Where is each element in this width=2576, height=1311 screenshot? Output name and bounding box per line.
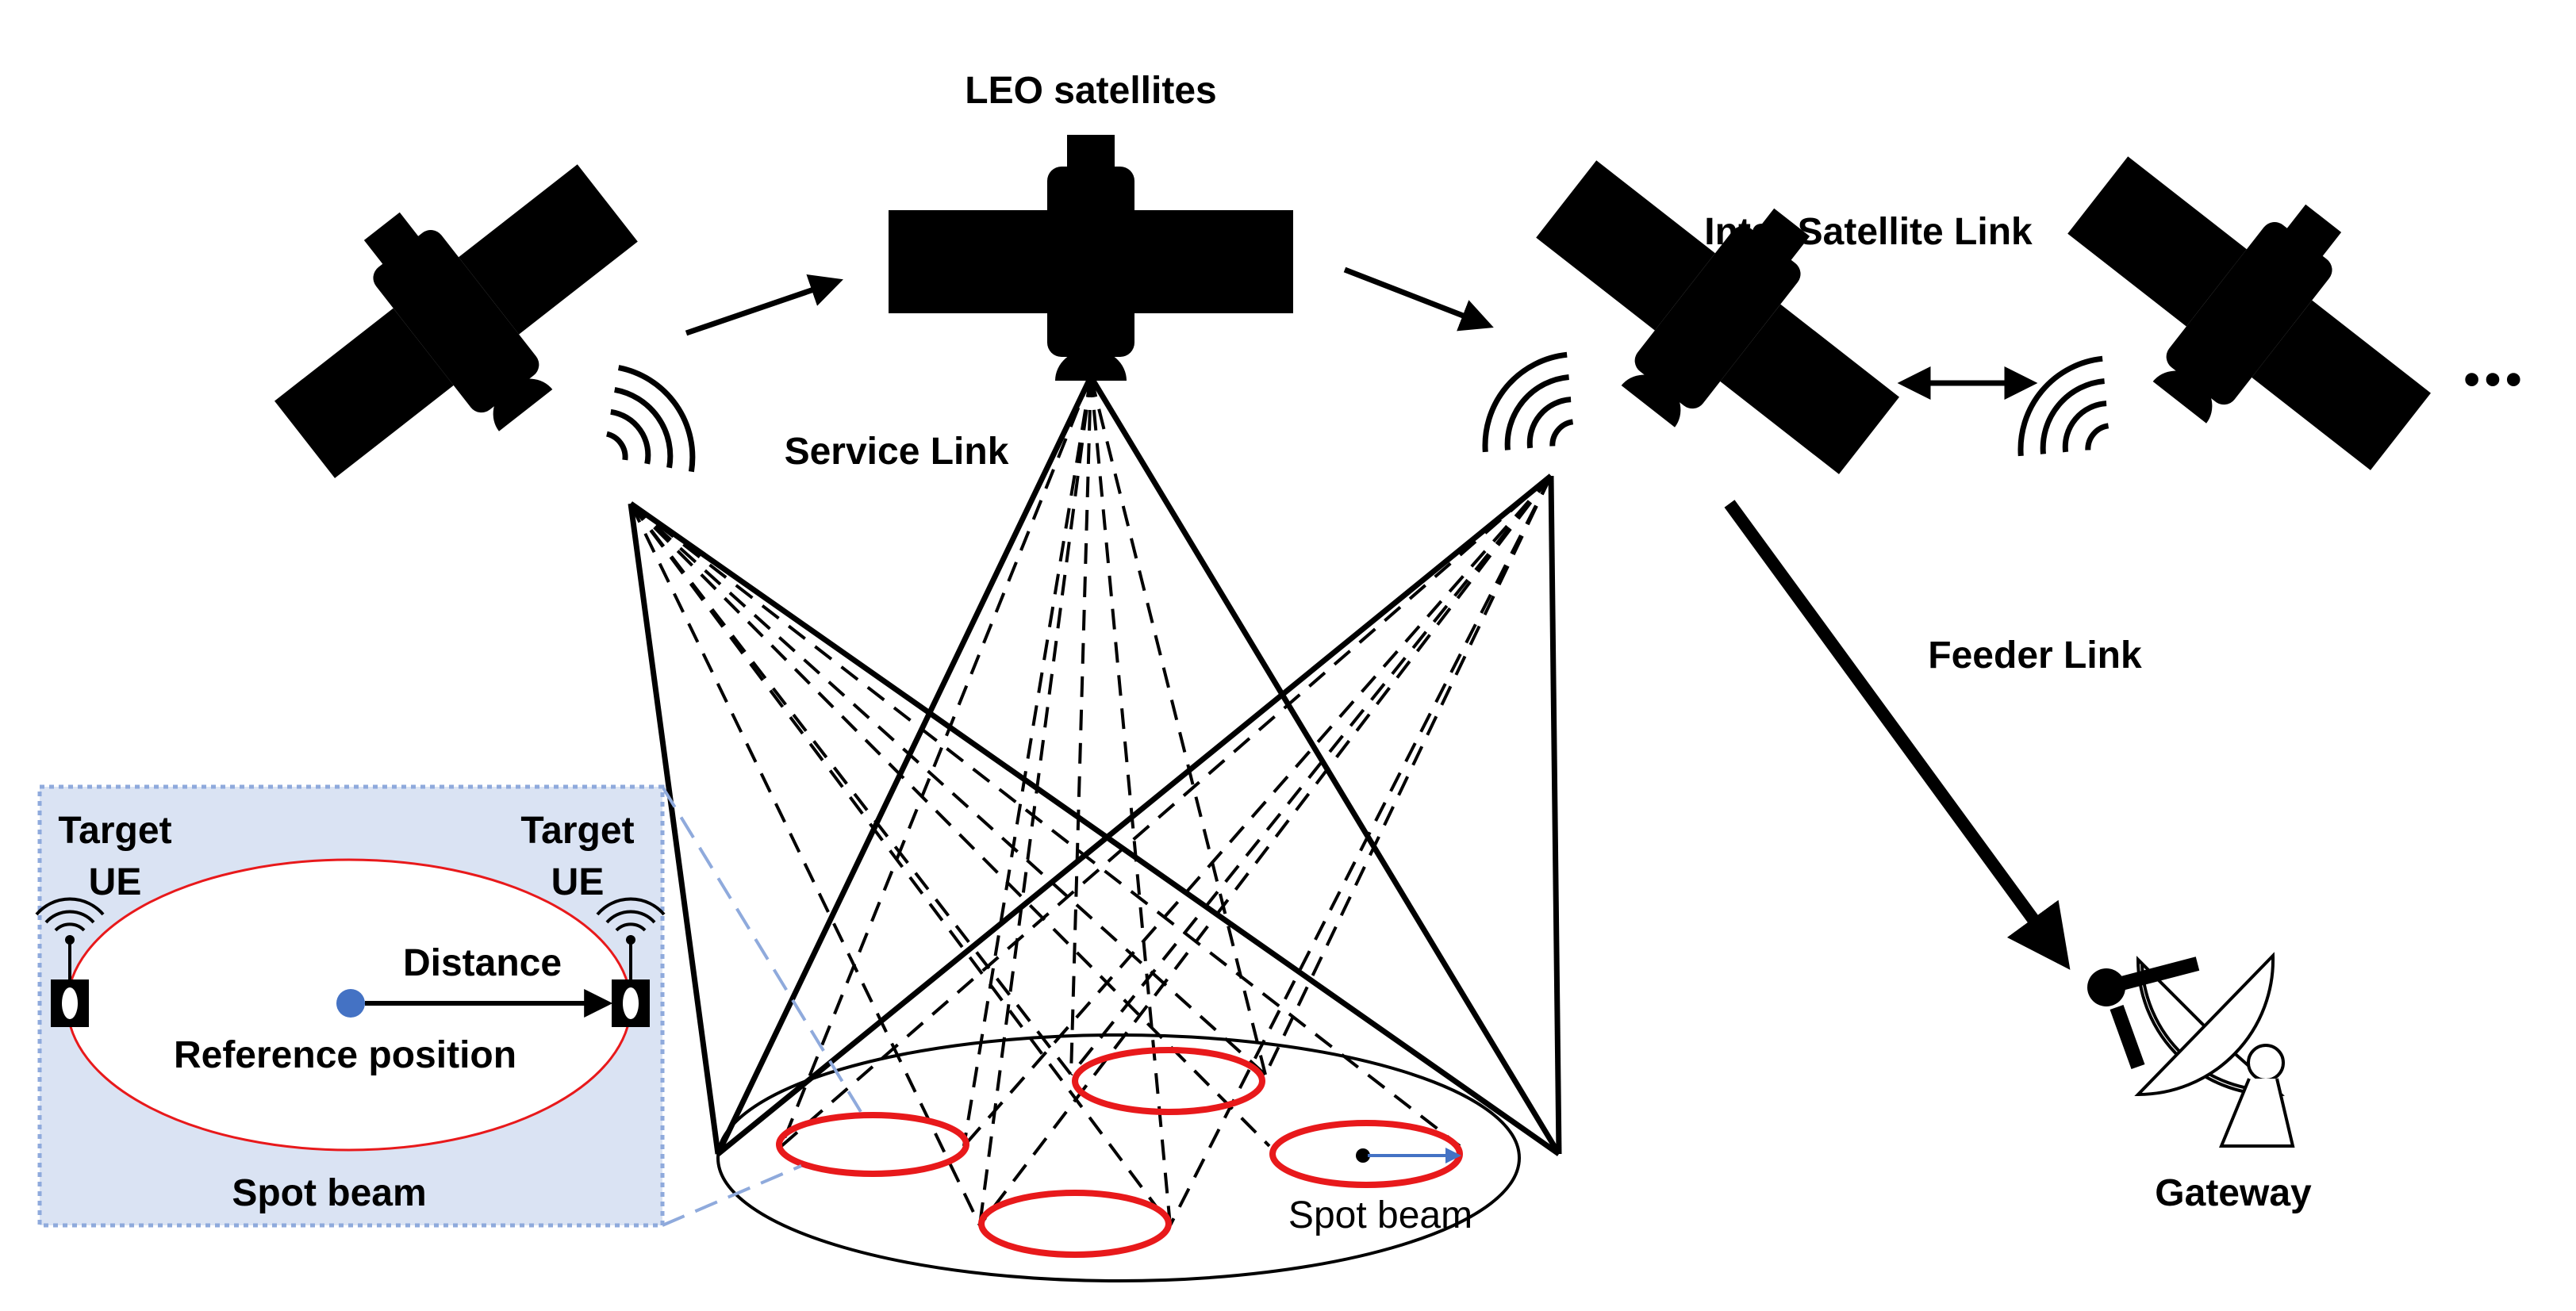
inset-zoom-line-bottom — [662, 1164, 802, 1227]
gateway-label: Gateway — [2155, 1172, 2312, 1214]
target-ue-right-label-line2: UE — [551, 861, 605, 903]
target-ue-left-label-line2: UE — [89, 861, 142, 903]
feeder-link-arrow — [1724, 500, 2071, 970]
spot-beam-ring-3 — [978, 1190, 1172, 1258]
spot-beam-label: Spot beam — [1288, 1194, 1472, 1236]
target-ue-left-label-line1: Target — [58, 810, 171, 852]
signal-waves-far-right-icon — [2001, 342, 2139, 486]
leo-satellites-label: LEO satellites — [965, 70, 1216, 112]
distance-label: Distance — [403, 942, 562, 984]
signal-waves-left-icon — [579, 353, 712, 499]
inset-spot-beam-label: Spot beam — [232, 1172, 426, 1214]
target-ue-right-icon — [596, 897, 666, 1027]
inter-satellite-link-label: Inter Satellite Link — [1704, 211, 2033, 253]
leo-satellite-right-icon — [1496, 104, 1944, 525]
leo-satellite-left-icon — [230, 108, 678, 529]
target-ue-right-label-line1: Target — [520, 810, 634, 852]
orbit-arrow-left — [685, 274, 843, 336]
orbit-arrow-right — [1343, 266, 1494, 332]
spot-beam-center-dot — [1356, 1148, 1370, 1163]
coverage-area-ellipse — [716, 1033, 1521, 1282]
feeder-link-label: Feeder Link — [1928, 634, 2142, 677]
target-ue-left-icon — [35, 897, 105, 1027]
signal-waves-right-icon — [1465, 338, 1603, 482]
spot-beam-ring-1 — [776, 1112, 969, 1177]
service-link-dashed-lines — [629, 376, 1553, 1227]
service-link-label: Service Link — [785, 431, 1009, 473]
reference-position-label: Reference position — [174, 1034, 516, 1076]
gateway-dish-icon — [2087, 952, 2295, 1148]
leo-satellite-center-icon — [889, 135, 1293, 381]
inset-zoom-line-top — [661, 785, 866, 1120]
reference-position-dot — [336, 989, 365, 1018]
more-satellites-ellipsis: ••• — [2464, 354, 2527, 405]
spot-beam-ring-2 — [1072, 1047, 1265, 1115]
leo-satellite-far-right-icon — [2028, 100, 2475, 521]
service-link-solid-lines — [628, 375, 1562, 1156]
